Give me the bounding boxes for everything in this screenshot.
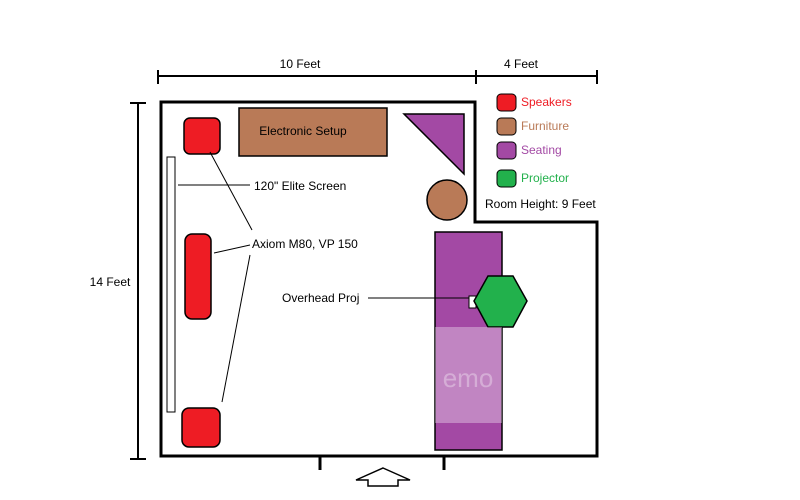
- watermark-box: [435, 327, 502, 423]
- sofa: [434, 231, 503, 451]
- width-dimension: 10 Feet: [157, 57, 477, 84]
- legend-swatch-projector: [496, 169, 517, 188]
- legend-label-speakers: Speakers: [521, 95, 572, 109]
- speakers-label: Axiom M80, VP 150: [252, 237, 358, 251]
- legend-label-seating: Seating: [521, 143, 562, 157]
- legend-swatch-speakers: [496, 93, 517, 112]
- projector: [473, 275, 528, 328]
- legend: Speakers Furniture Seating Projector: [496, 93, 572, 188]
- speaker-leader-line-1: [209, 151, 253, 231]
- corner-seat: [402, 113, 465, 176]
- watermark-text: emo: [443, 363, 494, 393]
- legend-label-furniture: Furniture: [521, 119, 569, 133]
- speaker-front-right: [181, 407, 221, 448]
- room-walls: [159, 100, 599, 458]
- legend-swatch-seating: [496, 141, 517, 160]
- electronic-setup-label: Electronic Setup: [259, 124, 347, 138]
- height-dimension: 14 Feet: [90, 102, 146, 460]
- electronic-setup-cabinet: [238, 107, 388, 157]
- speaker-leader-line-3: [221, 254, 251, 403]
- extension-dimension-label: 4 Feet: [504, 57, 539, 71]
- speaker-leader-line-2: [213, 244, 251, 254]
- elite-screen: [166, 156, 176, 413]
- overhead-label: Overhead Proj: [282, 291, 359, 305]
- watermark: emo: [435, 327, 502, 423]
- side-table: [426, 179, 468, 221]
- speaker-front-left: [183, 117, 221, 155]
- room-height-label: Room Height: 9 Feet: [485, 197, 596, 211]
- width-dimension-label: 10 Feet: [280, 57, 321, 71]
- legend-label-projector: Projector: [521, 171, 569, 185]
- extension-dimension: 4 Feet: [476, 57, 598, 84]
- speaker-center: [184, 233, 212, 320]
- height-dimension-label: 14 Feet: [90, 275, 131, 289]
- legend-swatch-furniture: [496, 117, 517, 136]
- screen-label: 120" Elite Screen: [254, 179, 346, 193]
- up-arrow-icon: [355, 467, 411, 487]
